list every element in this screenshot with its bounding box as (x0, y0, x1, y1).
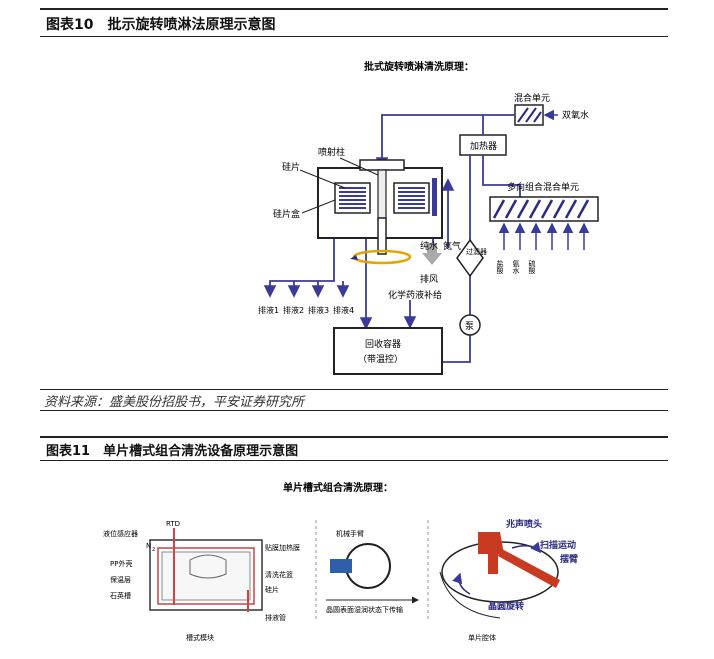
label-chem-supply: 化学药液补给 (388, 289, 442, 301)
label-rtd: RTD (166, 520, 180, 528)
label-ammonia: 氨水 (512, 259, 520, 274)
label-swing-arm: 摆臂 (560, 553, 578, 565)
cleaning-basket (189, 554, 227, 579)
nozzle-column-cap (359, 159, 405, 171)
spin-arrow (452, 572, 471, 595)
label-insulation: 保温层 (110, 575, 131, 584)
exhaust-arrow-icon (422, 243, 442, 265)
label-tank-module: 槽式模块 (186, 633, 214, 642)
figure-10-header: 图表10 批示旋转喷淋法原理示意图 (40, 8, 668, 37)
source-text: 资料来源：盛美股份招股书，平安证券研究所 (44, 395, 305, 410)
figure-10-source: 资料来源：盛美股份招股书，平安证券研究所 (40, 389, 668, 411)
pump-icon (459, 314, 481, 336)
label-single-chamber: 单片腔体 (468, 633, 496, 642)
label-drain-pipe: 排液管 (265, 613, 286, 622)
rotation-shaft (377, 217, 387, 255)
figure-11-title: 图表11 单片槽式组合清洗设备原理示意图 (46, 444, 299, 459)
fig11-subtitle: 单片槽式组合清洗原理： (283, 481, 393, 494)
label-drain4: 排液4 (333, 305, 354, 315)
label-multi-mix: 多向组合混合单元 (507, 181, 579, 193)
label-mix-unit: 混合单元 (514, 92, 550, 104)
fig10-subtitle: 批式旋转喷淋清洗原理： (364, 60, 474, 73)
label-robot-arm: 机械手臂 (336, 529, 364, 538)
label-recovery: 回收容器 (365, 338, 401, 350)
label-nozzle-column: 喷射柱 (318, 146, 345, 158)
label-mega-nozzle: 兆声喷头 (506, 518, 542, 530)
label-drain1: 排液1 (258, 305, 279, 315)
wafer-box-left (334, 182, 371, 214)
label-sulfuric: 硫酸 (528, 259, 536, 275)
wafer-box-right (393, 182, 430, 214)
label-fig11-wafer: 硅片 (265, 585, 279, 594)
figure-10-diagram: 批式旋转喷淋清洗原理： 混合单元 双氧水 加热器 (258, 60, 599, 375)
multi-mix-unit (489, 196, 599, 222)
label-filter: 过滤器 (466, 247, 487, 256)
label-drain3: 排液3 (308, 305, 329, 315)
label-n2: N (146, 542, 151, 550)
label-pp-shell: PP外壳 (110, 559, 132, 568)
label-n2-sub: 2 (152, 547, 155, 553)
nozzle-column (377, 169, 387, 219)
label-drain2: 排液2 (283, 305, 304, 315)
label-quartz-tank: 石英槽 (110, 591, 131, 600)
filter-icon (456, 238, 484, 278)
side-nozzle (432, 178, 437, 216)
multi-mix-coil-icon (492, 199, 590, 219)
figure-11-header: 图表11 单片槽式组合清洗设备原理示意图 (40, 436, 668, 461)
label-heater: 加热器 (470, 140, 497, 152)
chemical-inflow-arrows (498, 222, 590, 250)
label-scan-motion: 扫描运动 (540, 539, 576, 551)
figure-11-diagram: 单片槽式组合清洗原理： RTD 液位感应器 N 2 PP外壳 保温层 石英槽 贴… (103, 481, 578, 642)
figure-10-title: 图表10 批示旋转喷淋法原理示意图 (46, 17, 276, 33)
recovery-container (333, 327, 443, 375)
label-film-heater: 贴膜加热膜 (265, 543, 300, 552)
label-basket: 清洗花篮 (265, 570, 293, 579)
label-level-sensor: 液位感应器 (103, 529, 138, 538)
swing-arm-icon (498, 548, 560, 588)
mix-unit-coil-icon (517, 107, 542, 123)
label-wafer-box: 硅片盒 (273, 208, 300, 220)
scan-motion-arrow (511, 541, 541, 554)
label-wet-transfer: 晶圆表面湿润状态下传输 (326, 605, 403, 614)
quartz-tank (161, 551, 251, 601)
label-nitrogen: 氮气 (443, 240, 461, 252)
label-hcl: 盐酸 (496, 259, 504, 275)
label-pump: 泵 (465, 321, 474, 332)
wafer-circle-icon (345, 543, 391, 589)
robot-arm-gripper (330, 559, 352, 573)
label-wafer: 硅片 (282, 161, 300, 173)
mega-nozzle-icon (478, 532, 504, 574)
chamber-wall (439, 571, 501, 619)
label-exhaust: 排风 (420, 273, 438, 285)
label-h2o2: 双氧水 (562, 109, 589, 121)
label-temp-ctrl: （带温控） (358, 353, 403, 365)
chemical-labels: 盐酸 氨水 硫酸 (496, 259, 536, 275)
label-pure-water: 纯水 (420, 240, 438, 252)
fig10-leader-lines (299, 157, 379, 214)
film-heater (157, 547, 255, 605)
label-wafer-spin: 晶圆旋转 (488, 600, 524, 612)
